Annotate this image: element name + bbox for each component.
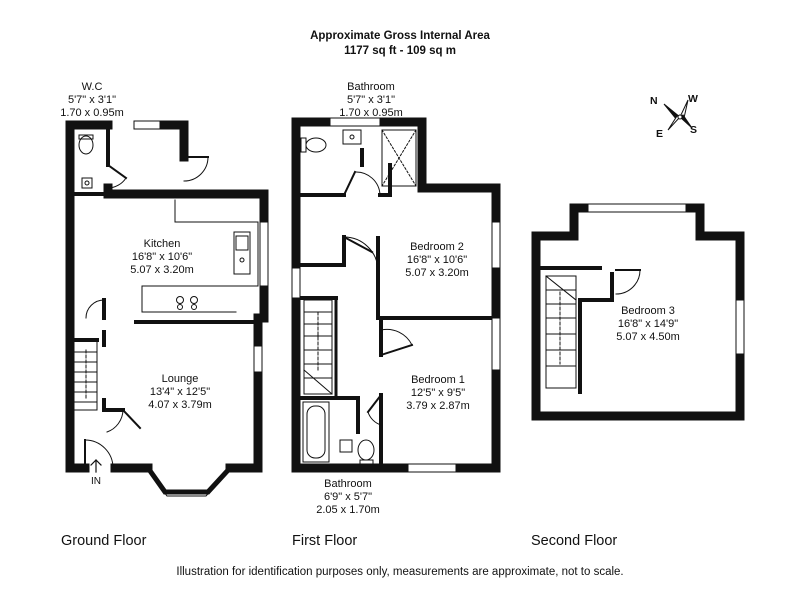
room-metric: 4.07 x 3.79m xyxy=(148,399,212,411)
room-imperial: 5'7" x 3'1" xyxy=(346,94,396,106)
floor-label-first: First Floor xyxy=(292,533,358,549)
room-label-bathroom-upper: Bathroom 5'7" x 3'1" 1.70 x 0.95m xyxy=(339,81,403,120)
room-metric: 1.70 x 0.95m xyxy=(60,107,124,119)
room-name: Kitchen xyxy=(143,238,181,250)
ground-floor-plan xyxy=(65,120,269,497)
room-imperial: 5'7" x 3'1" xyxy=(67,94,117,106)
room-label-bedroom-3: Bedroom 3 16'8" x 14'9" 5.07 x 4.50m xyxy=(616,305,680,344)
compass-west: W xyxy=(688,93,698,105)
compass-icon xyxy=(663,99,693,131)
entrance-label: IN xyxy=(91,476,101,487)
room-metric: 2.05 x 1.70m xyxy=(316,504,380,516)
room-imperial: 16'8" x 14'9" xyxy=(617,318,679,330)
room-name: Bedroom 2 xyxy=(410,241,464,253)
room-metric: 5.07 x 4.50m xyxy=(616,331,680,343)
room-name: Bedroom 3 xyxy=(621,305,675,317)
room-label-kitchen: Kitchen 16'8" x 10'6" 5.07 x 3.20m xyxy=(130,238,194,277)
room-name: W.C xyxy=(81,81,103,93)
room-label-wc: W.C 5'7" x 3'1" 1.70 x 0.95m xyxy=(60,81,124,120)
room-label-bedroom-1: Bedroom 1 12'5" x 9'5" 3.79 x 2.87m xyxy=(406,374,470,413)
room-imperial: 13'4" x 12'5" xyxy=(149,386,211,398)
room-name: Bathroom xyxy=(347,81,395,93)
room-label-bathroom-lower: Bathroom 6'9" x 5'7" 2.05 x 1.70m xyxy=(316,478,380,517)
floor-label-ground: Ground Floor xyxy=(61,533,147,549)
area-total: 1177 sq ft - 109 sq m xyxy=(344,45,456,57)
second-floor-plan xyxy=(531,203,745,421)
room-imperial: 16'8" x 10'6" xyxy=(406,254,468,266)
room-name: Bedroom 1 xyxy=(411,374,465,386)
compass-south: S xyxy=(690,124,698,136)
room-label-lounge: Lounge 13'4" x 12'5" 4.07 x 3.79m xyxy=(148,373,212,412)
first-floor-plan xyxy=(291,117,501,473)
area-title: Approximate Gross Internal Area xyxy=(310,30,490,42)
room-metric: 5.07 x 3.20m xyxy=(130,264,194,276)
room-metric: 3.79 x 2.87m xyxy=(406,400,470,412)
compass-north: N xyxy=(650,95,658,107)
room-imperial: 16'8" x 10'6" xyxy=(131,251,193,263)
room-name: Lounge xyxy=(161,373,199,385)
floor-label-second: Second Floor xyxy=(531,533,618,549)
room-imperial: 12'5" x 9'5" xyxy=(410,387,466,399)
room-label-bedroom-2: Bedroom 2 16'8" x 10'6" 5.07 x 3.20m xyxy=(405,241,469,280)
room-metric: 5.07 x 3.20m xyxy=(405,267,469,279)
room-metric: 1.70 x 0.95m xyxy=(339,107,403,119)
disclaimer: Illustration for identification purposes… xyxy=(176,566,624,578)
room-imperial: 6'9" x 5'7" xyxy=(323,491,373,503)
room-name: Bathroom xyxy=(324,478,372,490)
compass-east: E xyxy=(656,128,664,140)
